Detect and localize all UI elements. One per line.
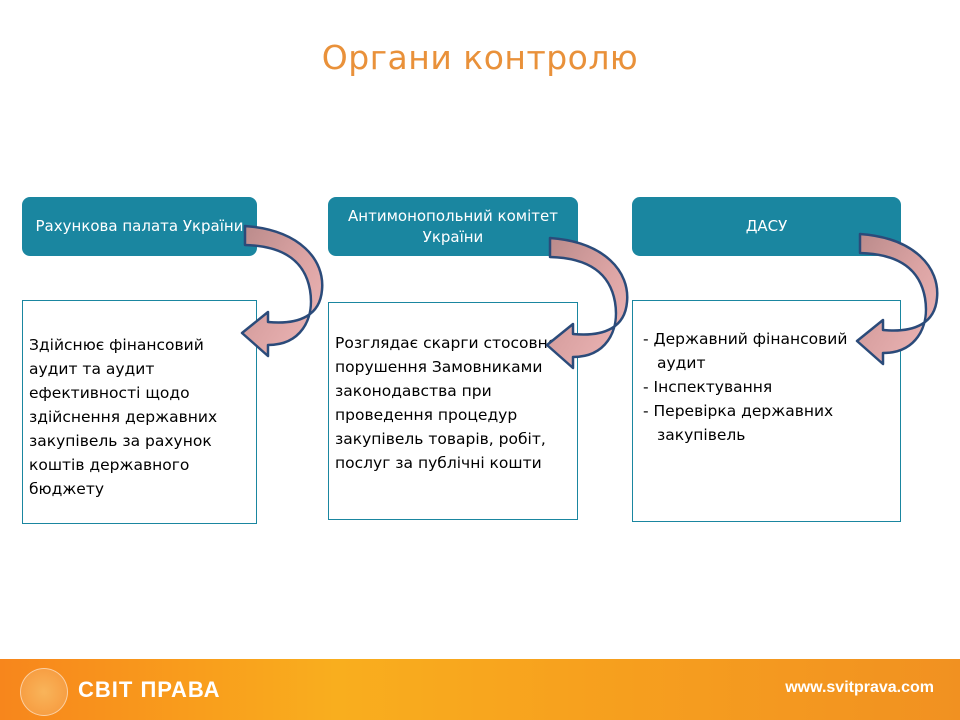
description-dasu: - Державний фінансовий аудит - Інспектув…	[632, 300, 901, 522]
slide-title: Органи контролю	[321, 38, 639, 77]
list-item: - Інспектування	[643, 378, 773, 396]
curved-arrow-icon	[240, 224, 324, 358]
curved-arrow-icon	[855, 232, 939, 366]
header-dasu: ДАСУ	[632, 197, 901, 256]
svit-prava-logo-icon	[20, 668, 68, 716]
website-link[interactable]: www.svitprava.com	[785, 679, 934, 696]
description-antimonopoly-committee: Розглядає скарги стосовно порушення Замо…	[328, 302, 578, 520]
brand-name: СВІТ ПРАВА	[78, 677, 221, 702]
dasu-function-list: - Державний фінансовий аудит - Інспектув…	[643, 327, 894, 447]
list-item: - Перевірка державних закупівель	[643, 402, 834, 444]
curved-arrow-icon	[545, 236, 629, 370]
list-item: - Державний фінансовий аудит	[643, 330, 848, 372]
header-antimonopoly-committee: Антимонопольний комітет України	[328, 197, 578, 256]
header-accounting-chamber: Рахункова палата України	[22, 197, 257, 256]
footer-bar: СВІТ ПРАВА www.svitprava.com	[0, 659, 960, 720]
description-accounting-chamber: Здійснює фінансовий аудит та аудит ефект…	[22, 300, 257, 524]
